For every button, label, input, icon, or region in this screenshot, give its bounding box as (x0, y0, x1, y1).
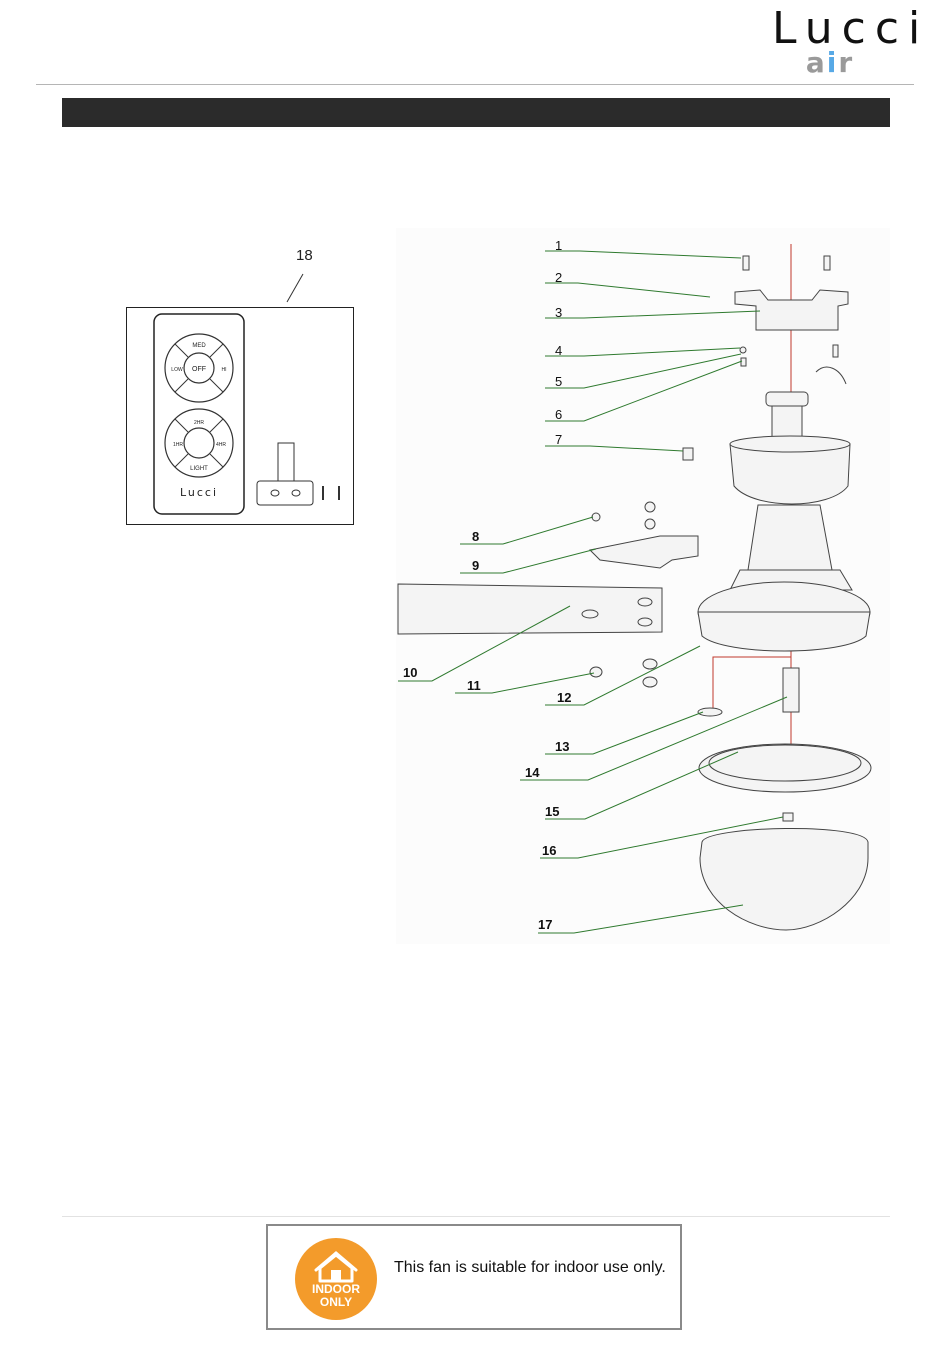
fan-parts-drawing (398, 256, 871, 930)
part-number-4: 4 (555, 343, 562, 358)
remote-1hr-label: 1HR (173, 442, 183, 448)
part-number-10: 10 (403, 665, 417, 680)
part-number-2: 2 (555, 270, 562, 285)
part-number-11: 11 (467, 678, 481, 693)
remote-med-label: MED (192, 343, 206, 349)
axis-offset-line (713, 657, 791, 710)
remote-handset-drawing: MED LOW OFF HI 2HR 1HR 4HR LIGHT Lucci (154, 314, 244, 514)
remote-low-label: LOW (171, 367, 183, 373)
part-number-16: 16 (542, 843, 556, 858)
indoor-use-notice: INDOOR ONLY This fan is suitable for ind… (266, 1224, 682, 1330)
part-number-6: 6 (555, 407, 562, 422)
part-number-12: 12 (557, 690, 571, 705)
part-number-1: 1 (555, 238, 562, 253)
part-number-13: 13 (555, 739, 569, 754)
indoor-only-badge: INDOOR ONLY (295, 1238, 377, 1320)
part-number-8: 8 (472, 529, 479, 544)
remote-wall-holder-drawing (257, 443, 339, 505)
part-number-14: 14 (525, 765, 540, 780)
part-number-15: 15 (545, 804, 559, 819)
remote-brand-label: Lucci (180, 486, 218, 499)
remote-off-label: OFF (192, 366, 206, 373)
remote-leader-line (287, 274, 303, 302)
indoor-notice-text: This fan is suitable for indoor use only… (394, 1259, 666, 1277)
part-number-9: 9 (472, 558, 479, 573)
footer-divider (62, 1216, 890, 1217)
part-number-3: 3 (555, 305, 562, 320)
part-number-5: 5 (555, 374, 562, 389)
remote-hi-label: HI (222, 367, 227, 373)
remote-4hr-label: 4HR (216, 442, 226, 448)
remote-light-label: LIGHT (190, 466, 208, 472)
part-number-7: 7 (555, 432, 562, 447)
part-number-17: 17 (538, 917, 552, 932)
badge-text-only: ONLY (295, 1296, 377, 1309)
remote-2hr-label: 2HR (194, 420, 204, 426)
